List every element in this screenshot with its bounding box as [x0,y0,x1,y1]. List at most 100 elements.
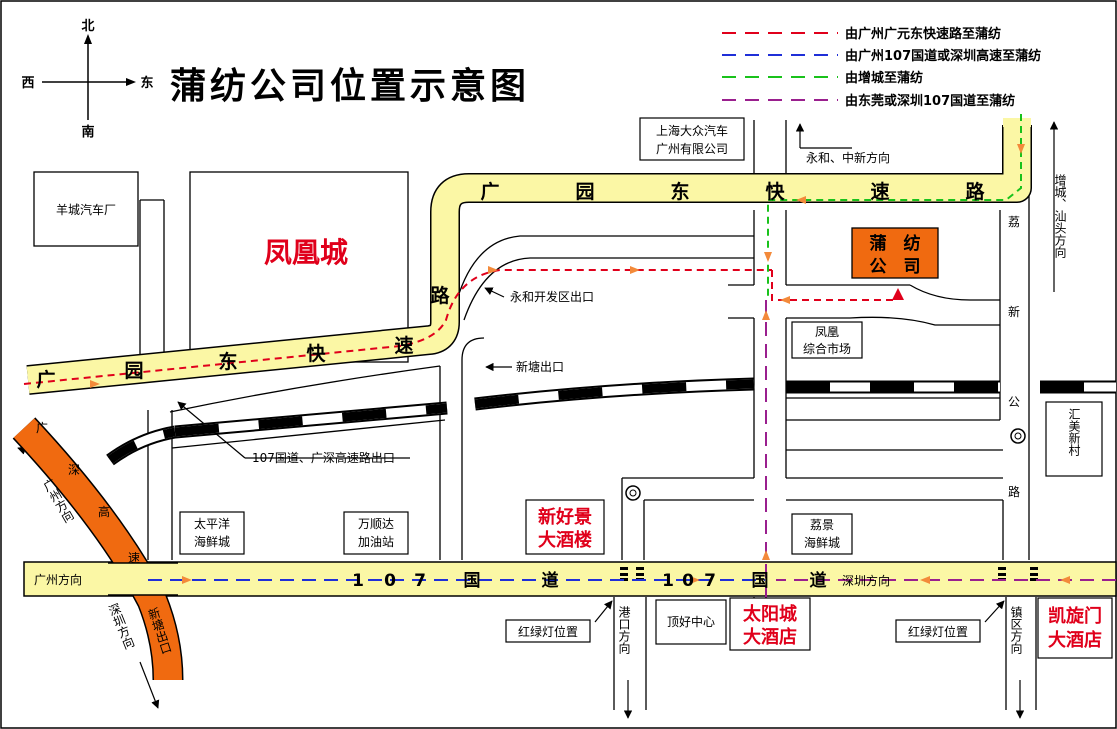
compass-north: 北 [81,19,94,34]
svg-text:国: 国 [752,571,769,591]
svg-text:1: 1 [662,571,674,591]
fenghuang-market-line2: 综合市场 [803,341,851,356]
map-title: 蒲纺公司位置示意图 [170,66,530,107]
company-block [851,227,939,279]
svg-text:7: 7 [414,571,426,591]
yonghe-direction-label: 永和、中新方向 [806,150,890,165]
guangyuan-top-label: 广 园 东 快 速 路 [480,180,985,203]
zhenqu-direction-label: 镇区方向 [1009,606,1023,654]
taipingyang-line2: 海鲜城 [194,534,230,549]
compass-south: 南 [81,124,94,140]
company-name-line1: 蒲 纺 [870,233,921,254]
kaixuanmen-line1: 凯旋门 [1048,605,1102,627]
company-name-line2: 公 司 [870,257,921,277]
exit107-label: 107国道、广深高速路出口 [252,450,395,465]
svg-text:速: 速 [870,180,889,203]
svg-text:荔: 荔 [1008,215,1020,229]
g107-shenzhen-direction: 深圳方向 [842,573,890,588]
routes [23,114,1116,622]
svg-text:路: 路 [430,284,450,307]
legend-item: 由广州107国道或深圳高速至蒲纺 [845,48,1041,64]
taipingyang-line1: 太平洋 [194,516,230,531]
compass-east: 东 [140,75,153,91]
compass-west: 西 [21,76,34,91]
taipingyang-box [179,511,245,555]
lijing-line2: 海鲜城 [804,535,840,550]
taiyangcheng-line1: 太阳城 [743,603,797,625]
svg-text:道: 道 [542,570,559,591]
svg-text:园: 园 [124,360,143,382]
gangkou-direction-label: 港口方向 [617,606,631,654]
yangcheng-block [33,171,139,247]
svg-text:快: 快 [306,342,326,365]
yangcheng-label: 羊城汽车厂 [56,202,116,217]
svg-text:0: 0 [682,571,694,591]
fenghuang-market-line1: 凤凰 [815,325,839,339]
svg-text:速: 速 [128,551,140,565]
yonghe-exit-label: 永和开发区出口 [510,289,594,304]
zengcheng-direction-label: 增城、汕头方向 [1053,174,1067,258]
shanghai-vw-box [639,117,745,161]
svg-text:东: 东 [218,350,237,373]
svg-text:快: 快 [765,180,785,203]
svg-text:路: 路 [965,180,985,203]
traffic-light-2-box [895,619,981,643]
svg-text:速: 速 [394,334,413,357]
shanghai-vw-line1: 上海大众汽车 [656,123,728,138]
taiyangcheng-line2: 大酒店 [743,626,797,648]
huimei-box [1045,401,1103,477]
kaixuanmen-box [1037,597,1113,659]
svg-text:新: 新 [1008,304,1020,319]
xintang-exit-label: 新塘出口 [516,359,564,374]
xinhaojing-box [525,499,605,555]
svg-text:广: 广 [36,421,48,435]
wanshunda-line1: 万顺达 [358,517,394,531]
wanshunda-line2: 加油站 [358,535,394,549]
dinghao-label: 顶好中心 [667,614,715,629]
lixin-road-label: 荔 新 公 路 [1008,215,1020,499]
svg-text:广: 广 [36,368,55,391]
xinhaojing-line2: 大酒楼 [538,529,592,551]
shanghai-vw-line2: 广州有限公司 [656,142,728,156]
lijing-line1: 荔景 [810,518,834,532]
svg-text:深: 深 [68,463,80,477]
fenghuangcheng-label: 凤凰城 [264,236,348,269]
fenghuang-market-box [791,321,863,359]
g107-guangzhou-direction: 广州方向 [34,572,82,587]
company-location-marker [892,288,904,300]
legend-item: 由东莞或深圳107国道至蒲纺 [845,93,1015,109]
svg-text:东: 东 [670,180,689,203]
svg-text:高: 高 [98,504,110,519]
huimei-label: 汇美新村 [1067,408,1081,456]
legend-item: 由广州广元东快速路至蒲纺 [845,26,1001,42]
svg-text:公: 公 [1008,395,1020,409]
dinghao-box [655,599,727,645]
traffic-light-1-label: 红绿灯位置 [518,624,578,639]
railway [106,377,1116,466]
kaixuanmen-line2: 大酒店 [1048,629,1102,651]
svg-text:路: 路 [1008,484,1020,499]
xinhaojing-line1: 新好景 [538,506,592,528]
wanshunda-box [343,511,409,555]
svg-text:广: 广 [480,180,499,203]
legend: 由广州广元东快速路至蒲纺 由广州107国道或深圳高速至蒲纺 由增城至蒲纺 由东莞… [722,26,1041,109]
fenghuangcheng-block [189,171,409,363]
lijing-box [791,513,853,555]
svg-text:道: 道 [810,570,827,591]
legend-item: 由增城至蒲纺 [845,70,923,86]
taiyangcheng-box [729,597,811,651]
route-arrows [90,144,1070,584]
traffic-light-2-label: 红绿灯位置 [908,624,968,639]
svg-text:1: 1 [352,571,364,591]
svg-text:园: 园 [575,181,594,203]
guangyuan-expressway [26,125,1031,394]
guangyuan-left-label: 广 园 东 快 速 路 [36,284,450,391]
g107-label: 1 0 7 国 道 1 0 7 国 道 [352,570,826,591]
svg-text:国: 国 [464,571,481,591]
traffic-light-1-box [505,619,591,643]
guangshen-expressway-label: 广 深 高 速 [36,421,140,565]
svg-text:7: 7 [704,571,716,591]
compass: 北 南 西 东 [21,19,153,140]
svg-text:0: 0 [384,571,396,591]
